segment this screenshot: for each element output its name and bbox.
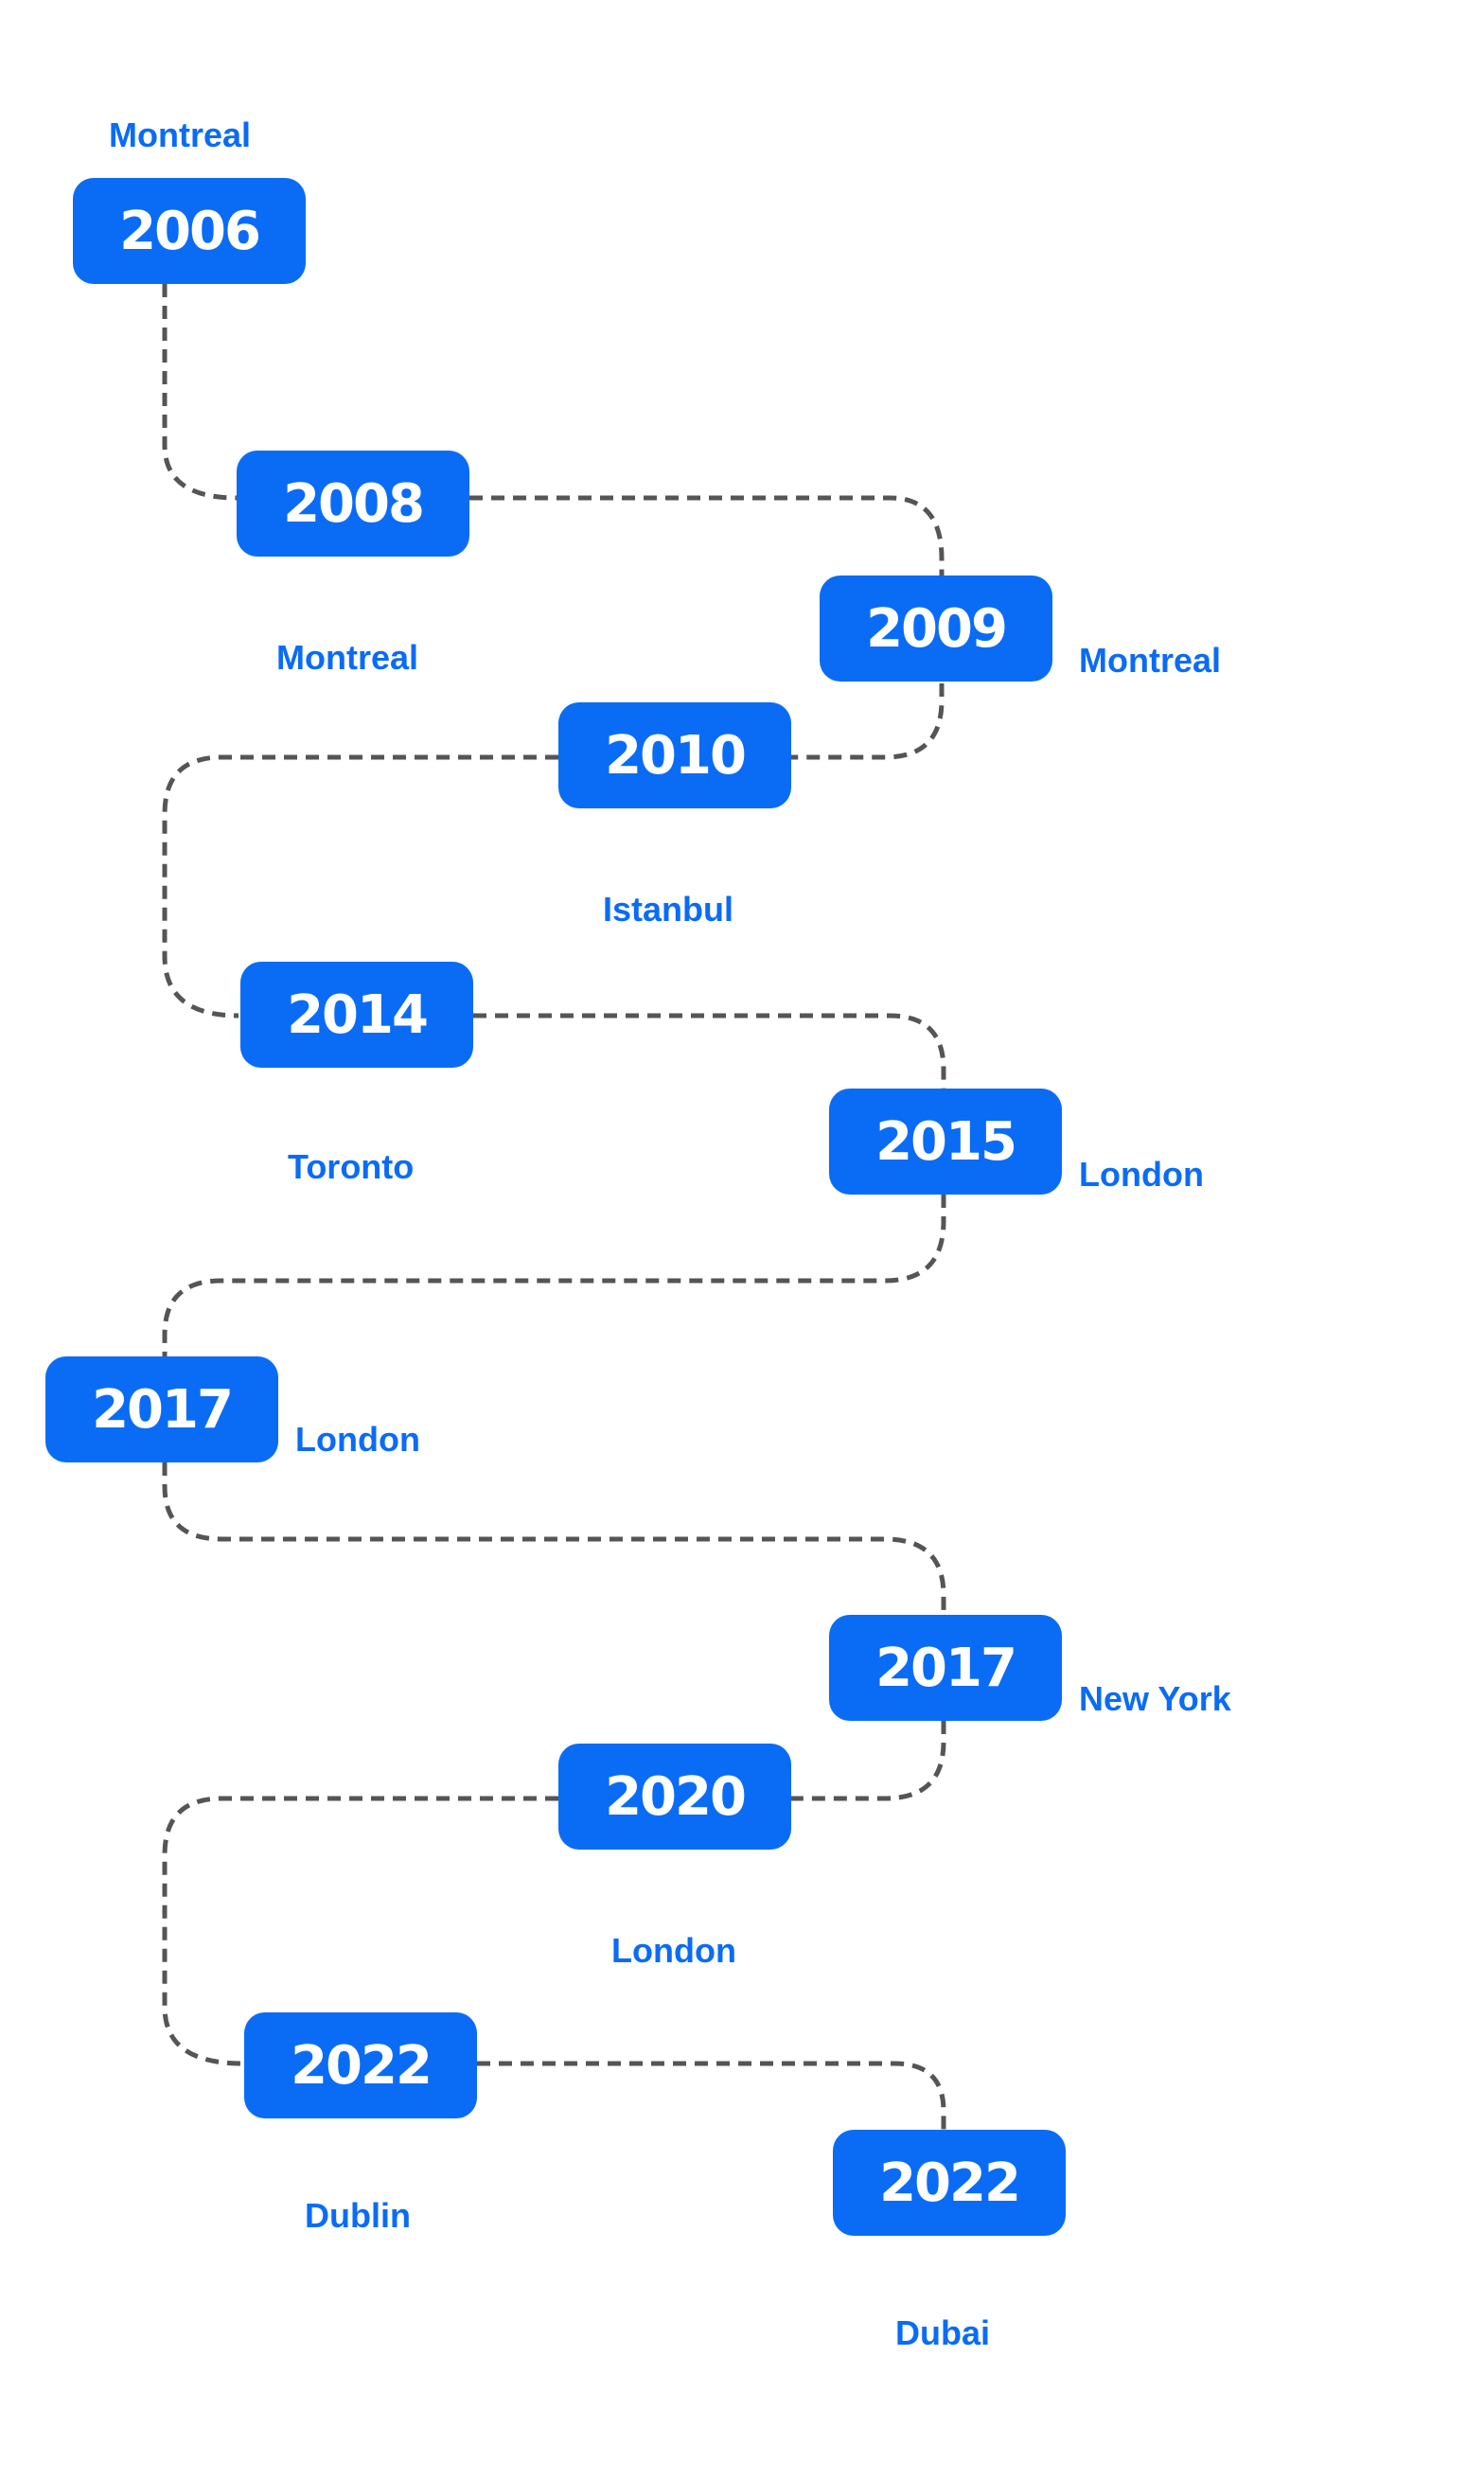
city-label: Istanbul xyxy=(603,890,734,929)
connector-2022-2022b xyxy=(477,2061,946,2130)
city-label: London xyxy=(611,1931,736,1970)
city-label: Dublin xyxy=(305,2196,411,2235)
city-label: Toronto xyxy=(288,1147,415,1186)
city-label: New York xyxy=(1079,1679,1231,1718)
year-box: 2010 xyxy=(558,702,791,808)
city-label: Montreal xyxy=(276,638,419,677)
year-box: 2022 xyxy=(244,2012,477,2118)
connector-2009-2010 xyxy=(791,683,945,760)
city-label: Dubai xyxy=(895,2313,991,2352)
connector-2008-2009 xyxy=(469,495,945,577)
connector-2006-2008 xyxy=(162,284,238,501)
year-box: 2022 xyxy=(833,2130,1066,2236)
year-box: 2017 xyxy=(829,1615,1062,1721)
city-label: London xyxy=(1079,1155,1204,1194)
year-box: 2014 xyxy=(240,962,473,1068)
year-box: 2015 xyxy=(829,1089,1062,1195)
year-box: 2020 xyxy=(558,1744,791,1850)
year-box: 2017 xyxy=(45,1356,278,1462)
connector-2010-2014 xyxy=(162,754,558,1019)
connector-2015-2017 xyxy=(162,1195,946,1356)
connector-2017-2017b xyxy=(162,1462,946,1615)
connector-2017b-2020 xyxy=(791,1721,946,1801)
city-label: Montreal xyxy=(1079,641,1222,680)
city-label: Montreal xyxy=(109,115,252,154)
year-box: 2009 xyxy=(820,576,1052,682)
connector-2014-2015 xyxy=(473,1013,946,1089)
connector-2020-2022 xyxy=(162,1796,558,2066)
year-box: 2008 xyxy=(237,451,469,557)
city-label: London xyxy=(295,1420,420,1459)
year-box: 2006 xyxy=(73,178,306,284)
